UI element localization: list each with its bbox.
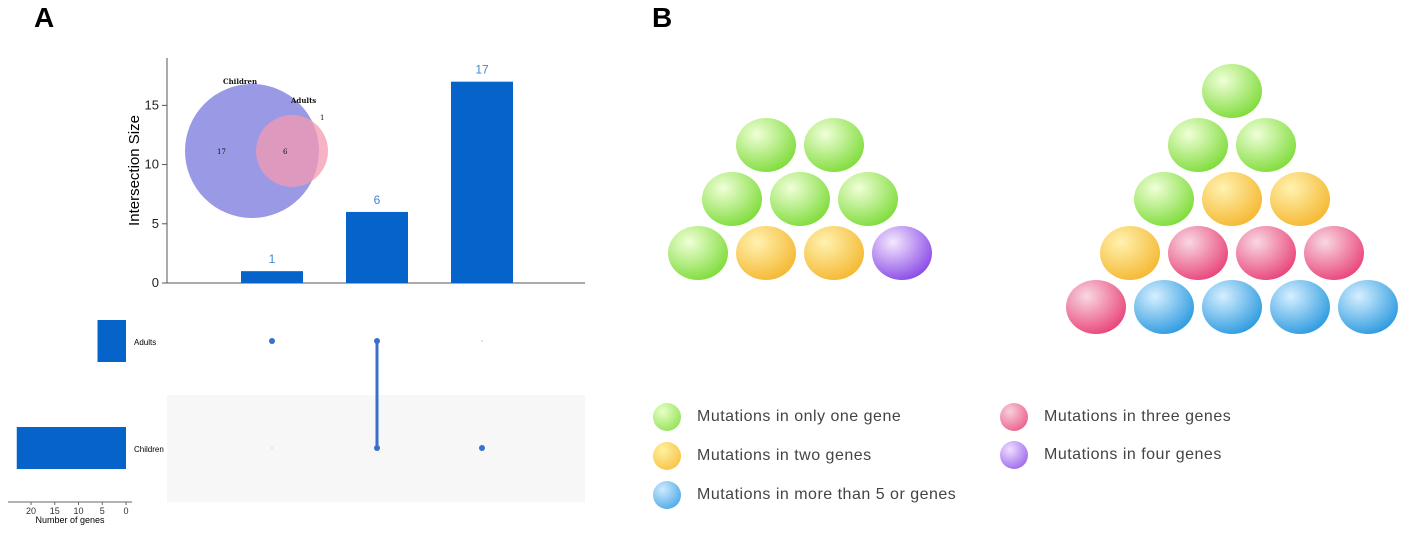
right-pyramid-blue-ball	[1338, 280, 1398, 334]
right-pyramid-green-ball	[1236, 118, 1296, 172]
green-ball-icon	[653, 403, 681, 431]
y-tick-label: 15	[145, 97, 159, 112]
legend-item-three-genes: Mutations in three genes	[1000, 403, 1231, 431]
set-size-tick-label: 15	[50, 506, 60, 516]
legend-label: Mutations in more than 5 or genes	[697, 486, 957, 503]
set-label: Children	[134, 445, 164, 454]
bar-value-label: 1	[269, 252, 276, 266]
right-pyramid-orange-ball	[1100, 226, 1160, 280]
right-pyramid-blue-ball	[1270, 280, 1330, 334]
venn-count-adults-only: 1	[320, 114, 324, 122]
legend-label: Mutations in three genes	[1044, 408, 1232, 425]
blue-ball-icon	[653, 481, 681, 509]
set-size-tick-label: 10	[73, 506, 83, 516]
left-pyramid-orange-ball	[736, 226, 796, 280]
legend-item-four-genes: Mutations in four genes	[1000, 441, 1222, 469]
venn-set-label-adults: Adults	[290, 96, 316, 105]
left-pyramid-orange-ball	[804, 226, 864, 280]
legend-item-one-gene: Mutations in only one gene	[653, 403, 901, 431]
matrix-dot-active	[269, 338, 275, 344]
left-pyramid-green-ball	[804, 118, 864, 172]
left-pyramid-green-ball	[668, 226, 728, 280]
panel-label-b: B	[652, 2, 673, 33]
left-pyramid-purple-ball	[872, 226, 932, 280]
right-pyramid-pink-ball	[1236, 226, 1296, 280]
matrix-dot-active	[479, 445, 485, 451]
venn-set-label-children: Children	[223, 77, 257, 86]
legend-label: Mutations in four genes	[1044, 446, 1222, 463]
matrix-dot-active	[374, 445, 380, 451]
legend-item-five-genes: Mutations in more than 5 or genes	[653, 481, 956, 509]
set-size-tick-label: 0	[123, 506, 128, 516]
right-pyramid-green-ball	[1134, 172, 1194, 226]
venn-count-overlap: 6	[283, 148, 288, 156]
right-pyramid-pink-ball	[1168, 226, 1228, 280]
y-axis-label: Intersection Size	[126, 115, 143, 226]
left-pyramid-green-ball	[736, 118, 796, 172]
left-pyramid-green-ball	[770, 172, 830, 226]
left-pyramid-green-ball	[702, 172, 762, 226]
legend-label: Mutations in two genes	[697, 447, 872, 464]
right-pyramid-orange-ball	[1202, 172, 1262, 226]
bar-value-label: 17	[475, 63, 489, 77]
right-pyramid-green-ball	[1168, 118, 1228, 172]
venn-count-children-only: 17	[217, 148, 226, 156]
y-tick-label: 5	[152, 216, 159, 231]
pyramid-diagram	[668, 64, 1398, 334]
right-pyramid-green-ball	[1202, 64, 1262, 118]
set-size-axis-label: Number of genes	[35, 515, 105, 525]
right-pyramid-pink-ball	[1304, 226, 1364, 280]
y-tick-label: 0	[152, 275, 159, 290]
y-tick-label: 10	[145, 157, 159, 172]
right-pyramid-blue-ball	[1202, 280, 1262, 334]
left-pyramid-green-ball	[838, 172, 898, 226]
orange-ball-icon	[653, 442, 681, 470]
matrix-dot-inactive	[271, 447, 273, 449]
purple-ball-icon	[1000, 441, 1028, 469]
bar-value-label: 6	[374, 193, 381, 207]
panel-label-a: A	[34, 2, 55, 33]
matrix-dot-active	[374, 338, 380, 344]
legend-label: Mutations in only one gene	[697, 408, 902, 425]
set-size-tick-label: 5	[100, 506, 105, 516]
set-size-tick-label: 20	[26, 506, 36, 516]
adults-circle	[256, 115, 328, 187]
intersection-bar	[346, 211, 408, 283]
right-pyramid-orange-ball	[1270, 172, 1330, 226]
right-pyramid-blue-ball	[1134, 280, 1194, 334]
set-size-bar	[97, 320, 126, 362]
legend-item-two-genes: Mutations in two genes	[653, 442, 872, 470]
pink-ball-icon	[1000, 403, 1028, 431]
right-pyramid-pink-ball	[1066, 280, 1126, 334]
set-size-bar	[16, 427, 126, 469]
set-label: Adults	[134, 338, 156, 347]
intersection-bar	[451, 81, 513, 284]
matrix-dot-inactive	[481, 340, 483, 342]
intersection-bar	[241, 271, 303, 283]
